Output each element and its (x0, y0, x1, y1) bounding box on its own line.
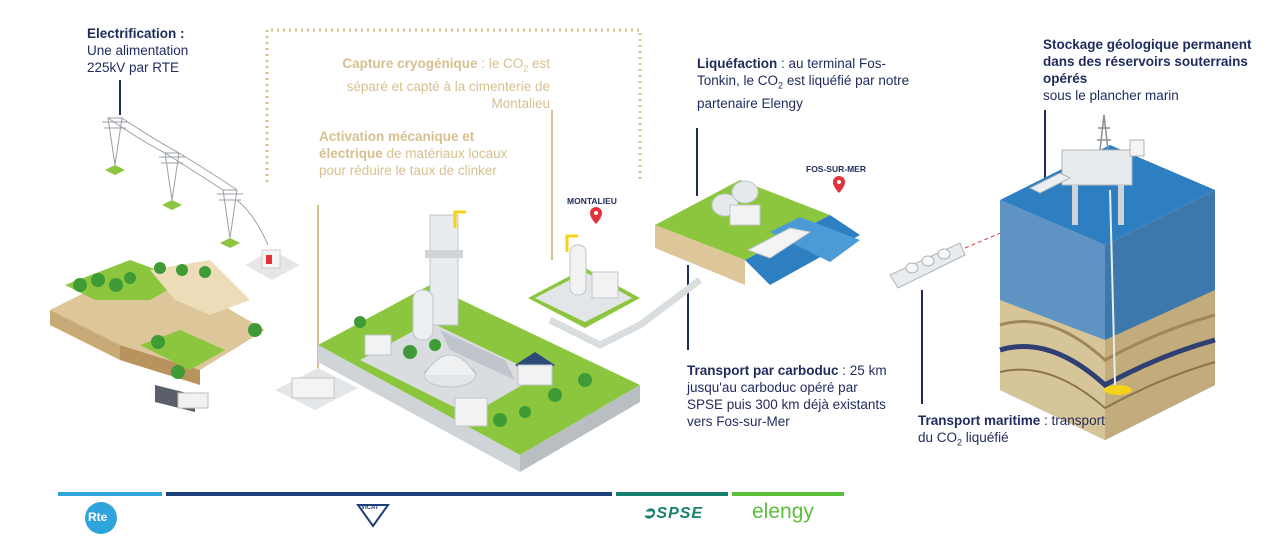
lng-ship (889, 242, 966, 289)
activation-title: Activation mécanique et électrique (319, 129, 475, 161)
rte-logo-circle (85, 502, 117, 534)
maritime-sub: 2 (957, 437, 963, 448)
stockage-body: sous le plancher marin (1043, 88, 1179, 103)
carboduc-label: Transport par carboduc : 25 km jusqu'au … (687, 362, 887, 430)
carboduc-title: Transport par carboduc (687, 363, 839, 378)
spse-bar (616, 492, 728, 496)
carboduc-body: : 25 km jusqu'au carboduc opéré par SPSE… (687, 363, 887, 429)
electrification-body: Une alimentation 225kV par RTE (87, 43, 189, 75)
vicat-logo-shape (356, 504, 390, 528)
maritime-title: Transport maritime (918, 413, 1041, 428)
quarry-hills (50, 260, 265, 412)
capture-bracket (265, 28, 642, 182)
liquefaction-label: Liquéfaction : au terminal Fos-Tonkin, l… (697, 55, 912, 112)
substation (245, 249, 300, 280)
liquefaction-body-post: est liquéfié par notre partenaire Elengy (697, 73, 910, 111)
vicat-bar (166, 492, 612, 496)
maritime-body-pre: : transport du CO (918, 413, 1105, 445)
fos-terminal (655, 180, 860, 285)
liquefaction-sub: 2 (778, 80, 784, 91)
stockage-title: Stockage géologique permanent dans des r… (1043, 37, 1252, 86)
maritime-body-post: liquéfié (962, 430, 1009, 445)
montalieu-pin (590, 207, 602, 224)
montalieu-place-label: MONTALIEU (567, 196, 617, 206)
liquefaction-title: Liquéfaction (697, 56, 778, 71)
vicat-logo: VICAT (361, 505, 379, 511)
fos-pin (833, 176, 845, 193)
capture-body-pre: : le CO (477, 56, 524, 71)
montalieu-site (528, 234, 703, 349)
geological-block (999, 114, 1216, 440)
rte-logo: Rte (88, 510, 108, 524)
fos-place-label: FOS-SUR-MER (806, 164, 866, 174)
capture-body-post: est séparé et capté à la cimenterie de M… (346, 56, 550, 111)
capture-title: Capture cryogénique (342, 56, 478, 71)
activation-body: de matériaux locaux pour réduire le taux… (319, 146, 508, 178)
capture-unit (275, 368, 358, 410)
maritime-label: Transport maritime : transport du CO2 li… (918, 412, 1118, 452)
liquefaction-body-pre: : au terminal Fos-Tonkin, le CO (697, 56, 887, 88)
spse-logo: ➲SPSE (642, 503, 703, 523)
power-pylons (102, 117, 269, 246)
spse-arrow-icon: ➲ (642, 505, 657, 522)
electrification-title: Electrification : (87, 26, 185, 41)
stockage-label: Stockage géologique permanent dans des r… (1043, 36, 1268, 104)
capture-sub: 2 (523, 63, 529, 74)
elengy-logo: elengy (752, 500, 814, 523)
electrification-label: Electrification : Une alimentation 225kV… (87, 25, 267, 76)
activation-label: Activation mécanique et électrique de ma… (319, 128, 509, 179)
pylon-bases (105, 165, 240, 248)
rte-bar (58, 492, 162, 496)
elengy-bar (732, 492, 844, 496)
cement-plant (318, 210, 640, 472)
spse-logo-text: SPSE (656, 505, 704, 522)
capture-label: Capture cryogénique : le CO2 est séparé … (340, 55, 550, 112)
